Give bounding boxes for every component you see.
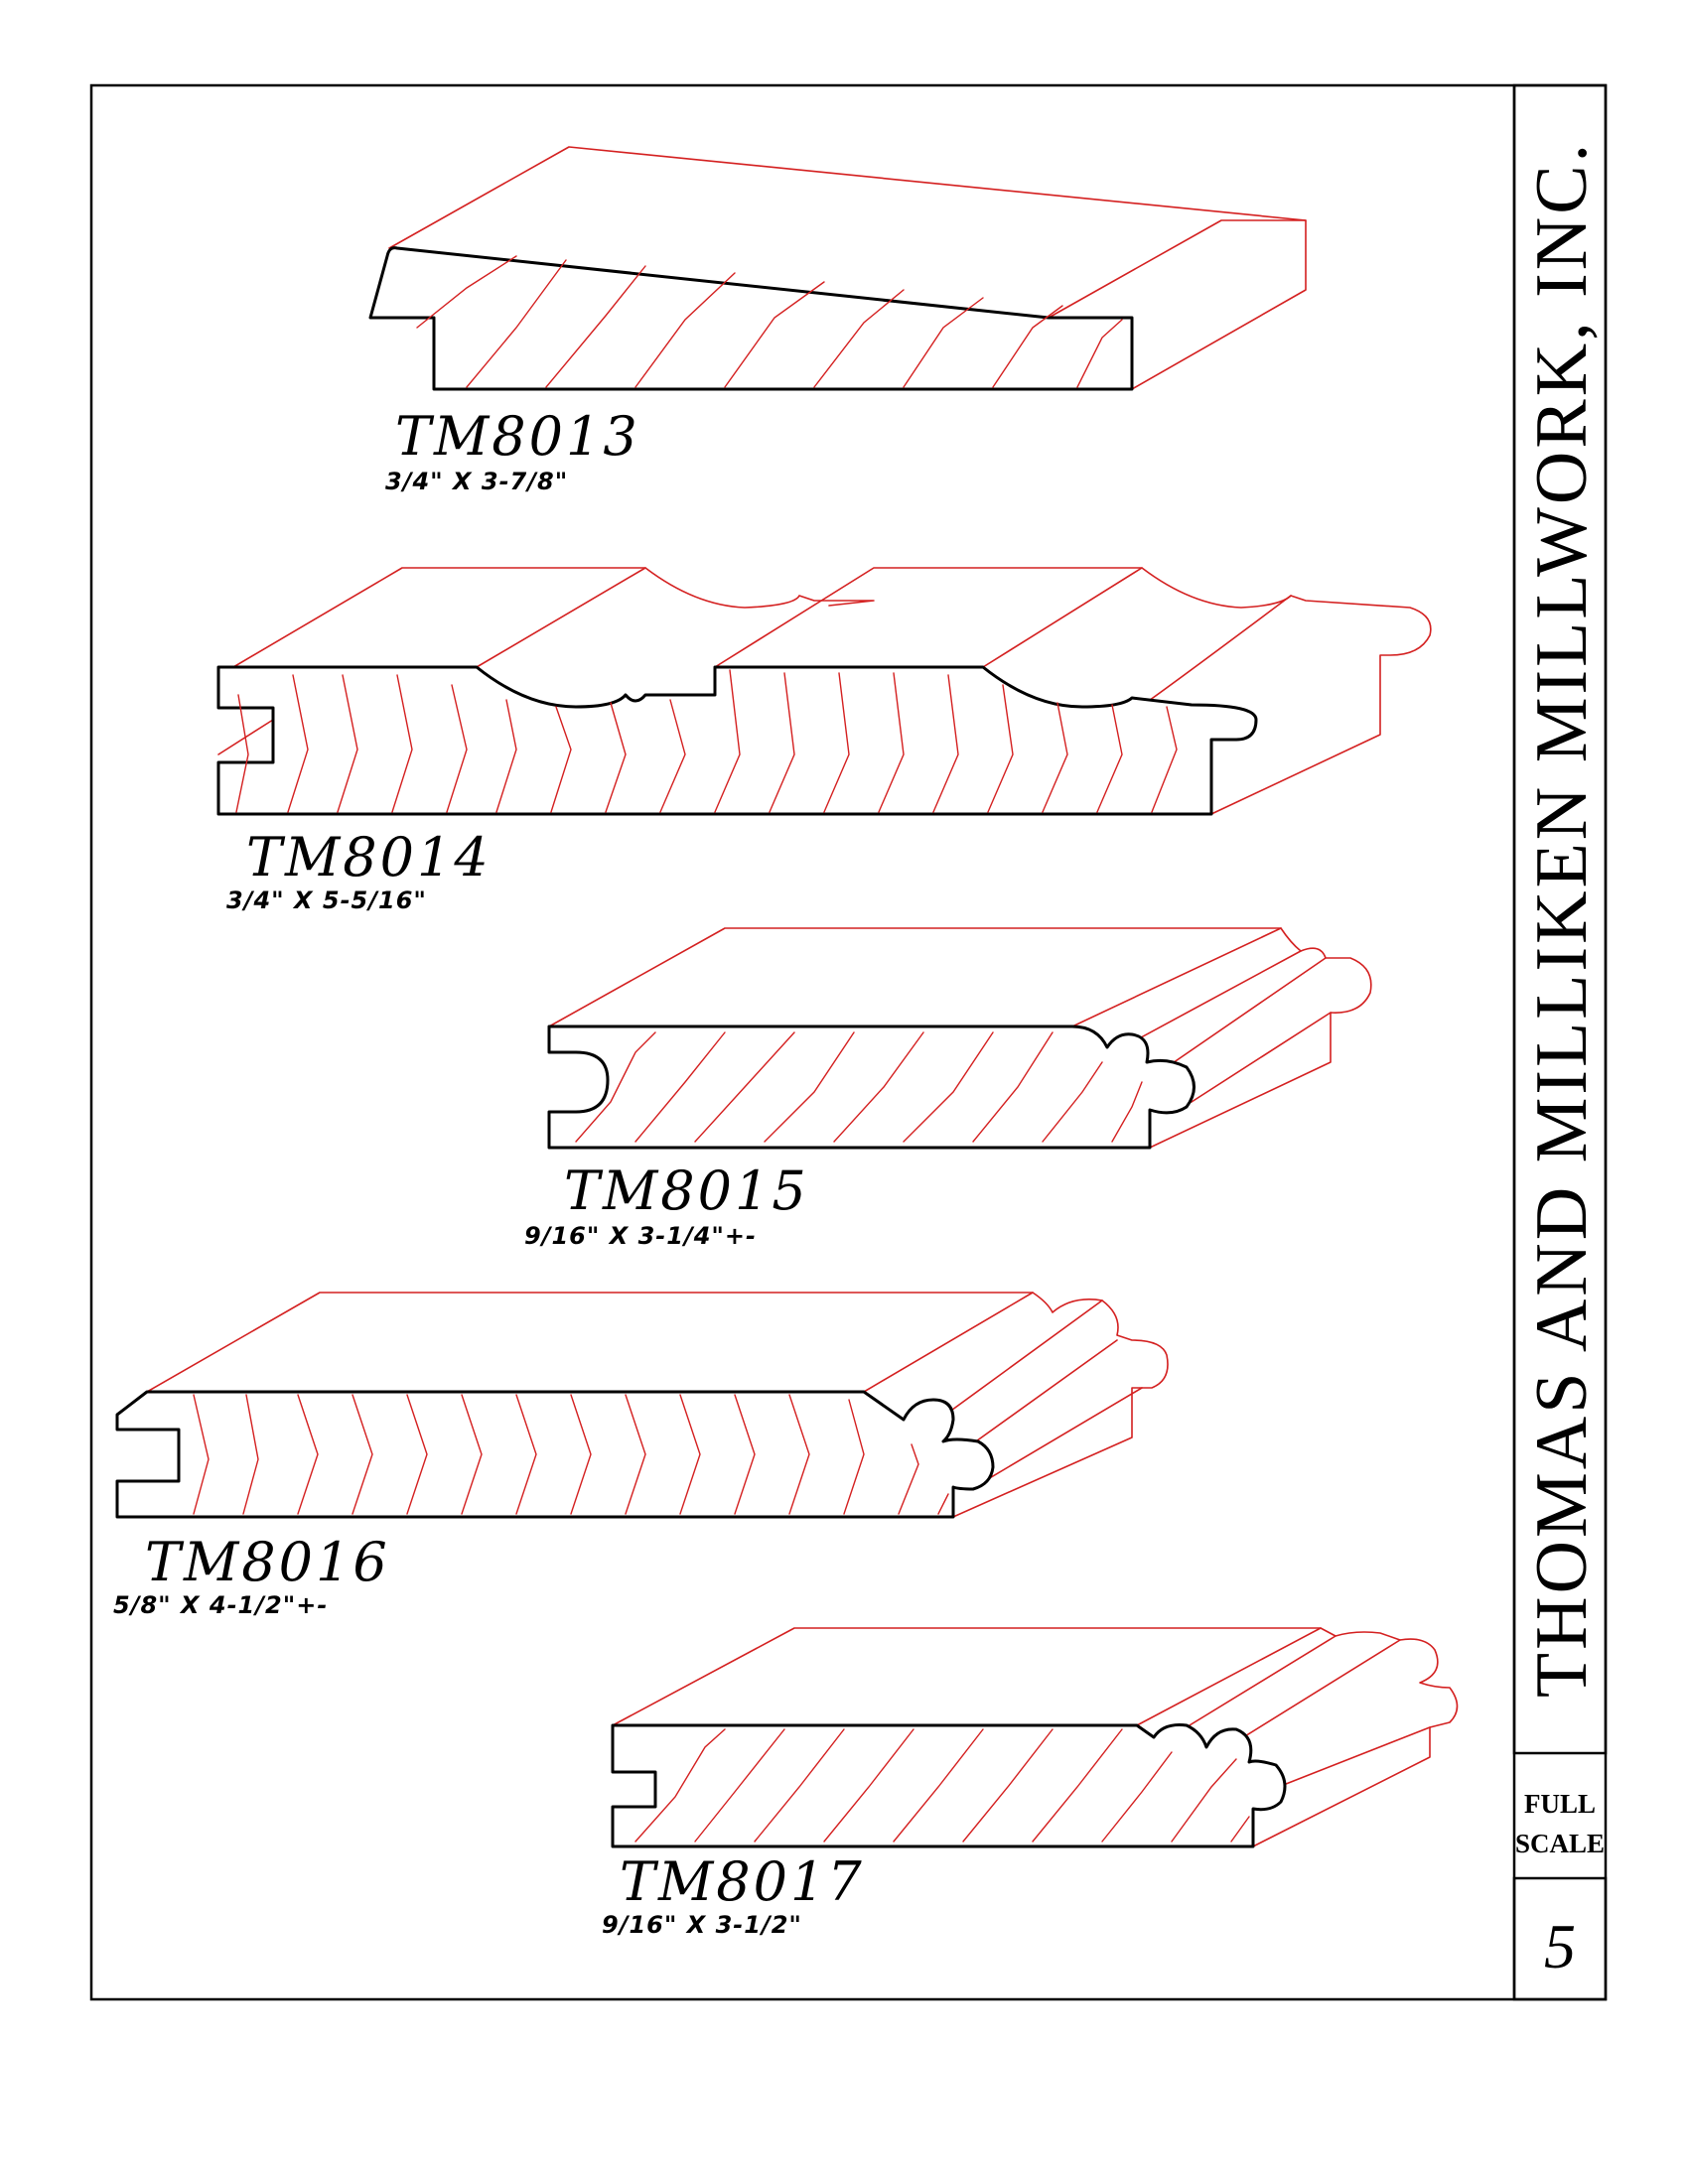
- profile-outline: [611, 1723, 1287, 1848]
- part-dimensions: 5/8" X 4-1/2"+-: [113, 1591, 328, 1619]
- grain-lines: [416, 255, 1123, 388]
- profile-tm8015: TM8015 9/16" X 3-1/4"+-: [524, 927, 1372, 1250]
- company-name: THOMAS AND MILLIKEN MILLWORK, INC.: [1521, 141, 1603, 1698]
- page-number: 5: [1544, 1911, 1576, 1981]
- scale-label-full: FULL: [1524, 1789, 1596, 1819]
- scale-label-scale: SCALE: [1515, 1829, 1605, 1858]
- page-number-box: [1512, 1876, 1608, 2001]
- profile-outline: [547, 1024, 1196, 1150]
- part-dimensions: 3/4" X 3-7/8": [385, 468, 568, 495]
- profile-outline: [115, 1390, 995, 1519]
- part-number: TM8016: [145, 1531, 390, 1593]
- part-number: TM8017: [620, 1850, 865, 1913]
- grain-lines: [634, 1728, 1250, 1843]
- profile-tm8017: TM8017 9/16" X 3-1/2": [602, 1627, 1459, 1939]
- profile-outline: [368, 246, 1134, 391]
- part-number: TM8014: [246, 826, 492, 888]
- profile-tm8013: TM8013 3/4" X 3-7/8": [368, 146, 1307, 495]
- part-dimensions: 3/4" X 5-5/16": [226, 887, 427, 914]
- drawing-frame: [89, 83, 1608, 2001]
- projection-lines: [388, 146, 1307, 390]
- part-number: TM8013: [395, 405, 640, 468]
- projection-lines: [548, 927, 1372, 1149]
- profile-tm8014: TM8014 3/4" X 5-5/16": [216, 567, 1432, 914]
- part-dimensions: 9/16" X 3-1/2": [602, 1911, 802, 1939]
- profile-tm8016: TM8016 5/8" X 4-1/2"+-: [113, 1292, 1169, 1619]
- part-number: TM8015: [564, 1160, 809, 1222]
- profile-outline: [216, 665, 1258, 816]
- grain-lines: [193, 1394, 949, 1515]
- grain-lines: [575, 1031, 1143, 1143]
- grain-lines: [235, 669, 1178, 813]
- part-dimensions: 9/16" X 3-1/4"+-: [524, 1222, 757, 1250]
- company-name-box: [1512, 83, 1608, 1755]
